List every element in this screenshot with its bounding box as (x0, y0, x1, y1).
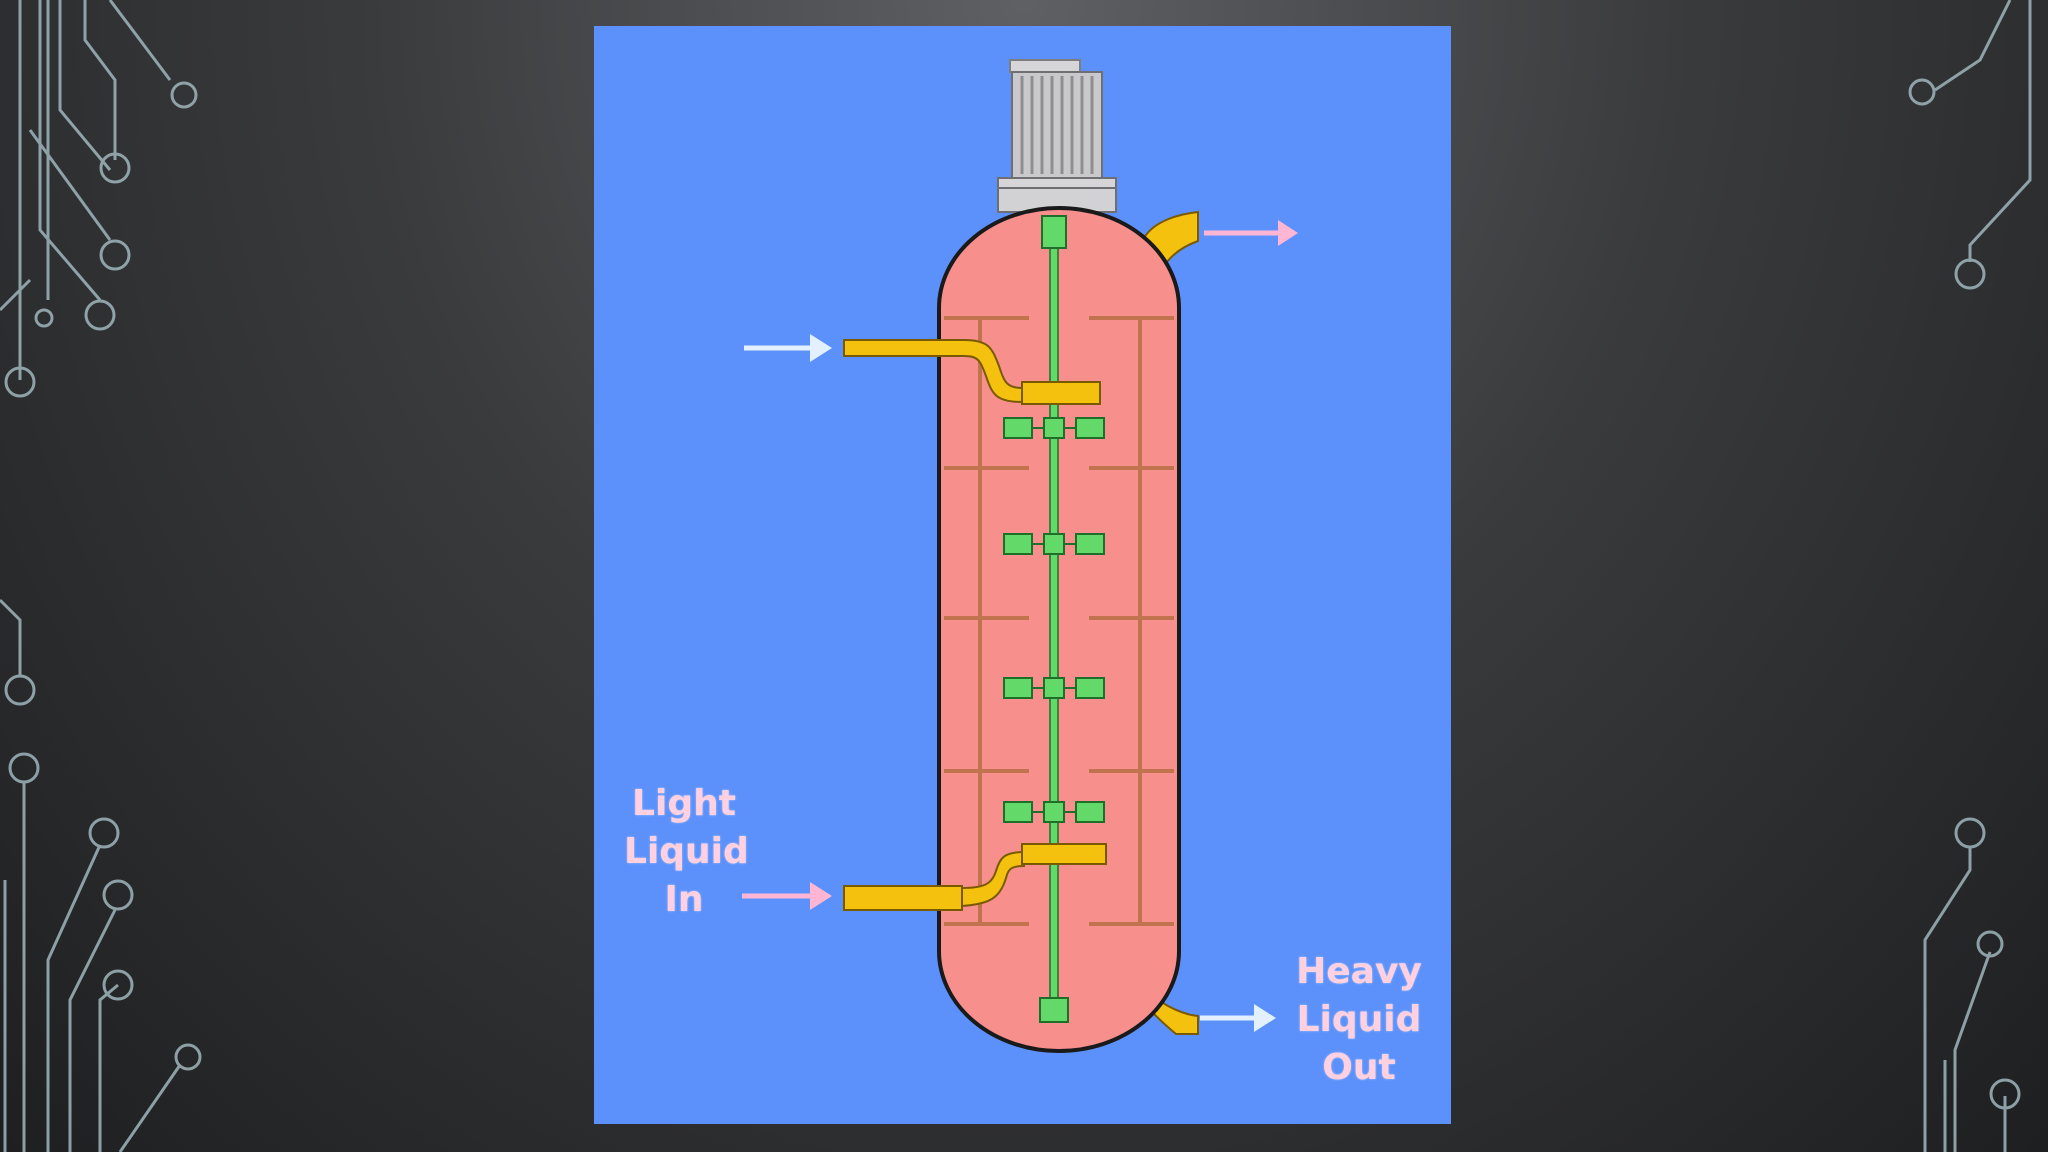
electric-motor-icon (997, 59, 1117, 213)
light-liquid-in-label: Light Liquid In (624, 780, 749, 924)
bottom-inlet-arrow (742, 882, 832, 910)
bottom-inlet-pipe (843, 843, 1107, 911)
bottom-outlet-arrow (1200, 1004, 1276, 1032)
label-line: Out (1322, 1047, 1396, 1088)
extraction-column (937, 206, 1181, 1053)
label-line: Heavy (1296, 951, 1422, 992)
label-line: In (664, 879, 704, 920)
top-outlet-arrow (1204, 220, 1298, 246)
label-line: Liquid (1296, 999, 1422, 1040)
stator-baffles (944, 316, 1174, 926)
top-inlet-arrow (744, 334, 832, 362)
agitator-shaft (1039, 215, 1069, 1023)
heavy-liquid-out-label: Heavy Liquid Out (1289, 948, 1429, 1092)
top-inlet-pipe (843, 339, 1101, 405)
diagram-panel: Light Liquid In Heavy Liquid Out (594, 26, 1451, 1124)
label-line: Liquid (624, 831, 749, 872)
label-line: Light (632, 783, 736, 824)
extraction-column-diagram (742, 59, 1298, 1053)
impeller-icon (1003, 417, 1105, 823)
